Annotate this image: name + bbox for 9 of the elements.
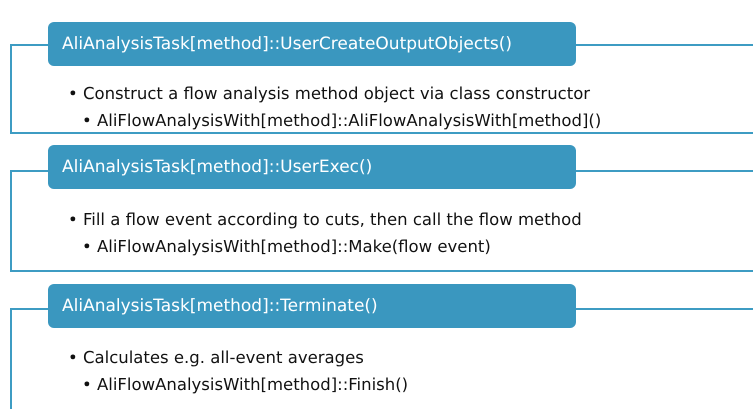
- sub-bullet-text: • AliFlowAnalysisWith[method]::Finish(): [82, 374, 408, 396]
- bullet-text: • Fill a flow event according to cuts, then call the flow method: [68, 209, 582, 231]
- bullet-text: • Construct a flow analysis method object via class constructor: [68, 83, 592, 105]
- heading-tab: AliAnalysisTask[method]::UserCreateOutputObjects(): [48, 22, 576, 66]
- heading-tab: AliAnalysisTask[method]::UserExec(): [48, 145, 576, 189]
- heading-tab: AliAnalysisTask[method]::Terminate(): [48, 284, 576, 328]
- sub-bullet-text: • AliFlowAnalysisWith[method]::AliFlowAnalysisWith[method](): [82, 110, 602, 132]
- sub-bullet-text: • AliFlowAnalysisWith[method]::Make(flow event): [82, 236, 492, 258]
- bullet-text: • Calculates e.g. all-event averages: [68, 347, 365, 369]
